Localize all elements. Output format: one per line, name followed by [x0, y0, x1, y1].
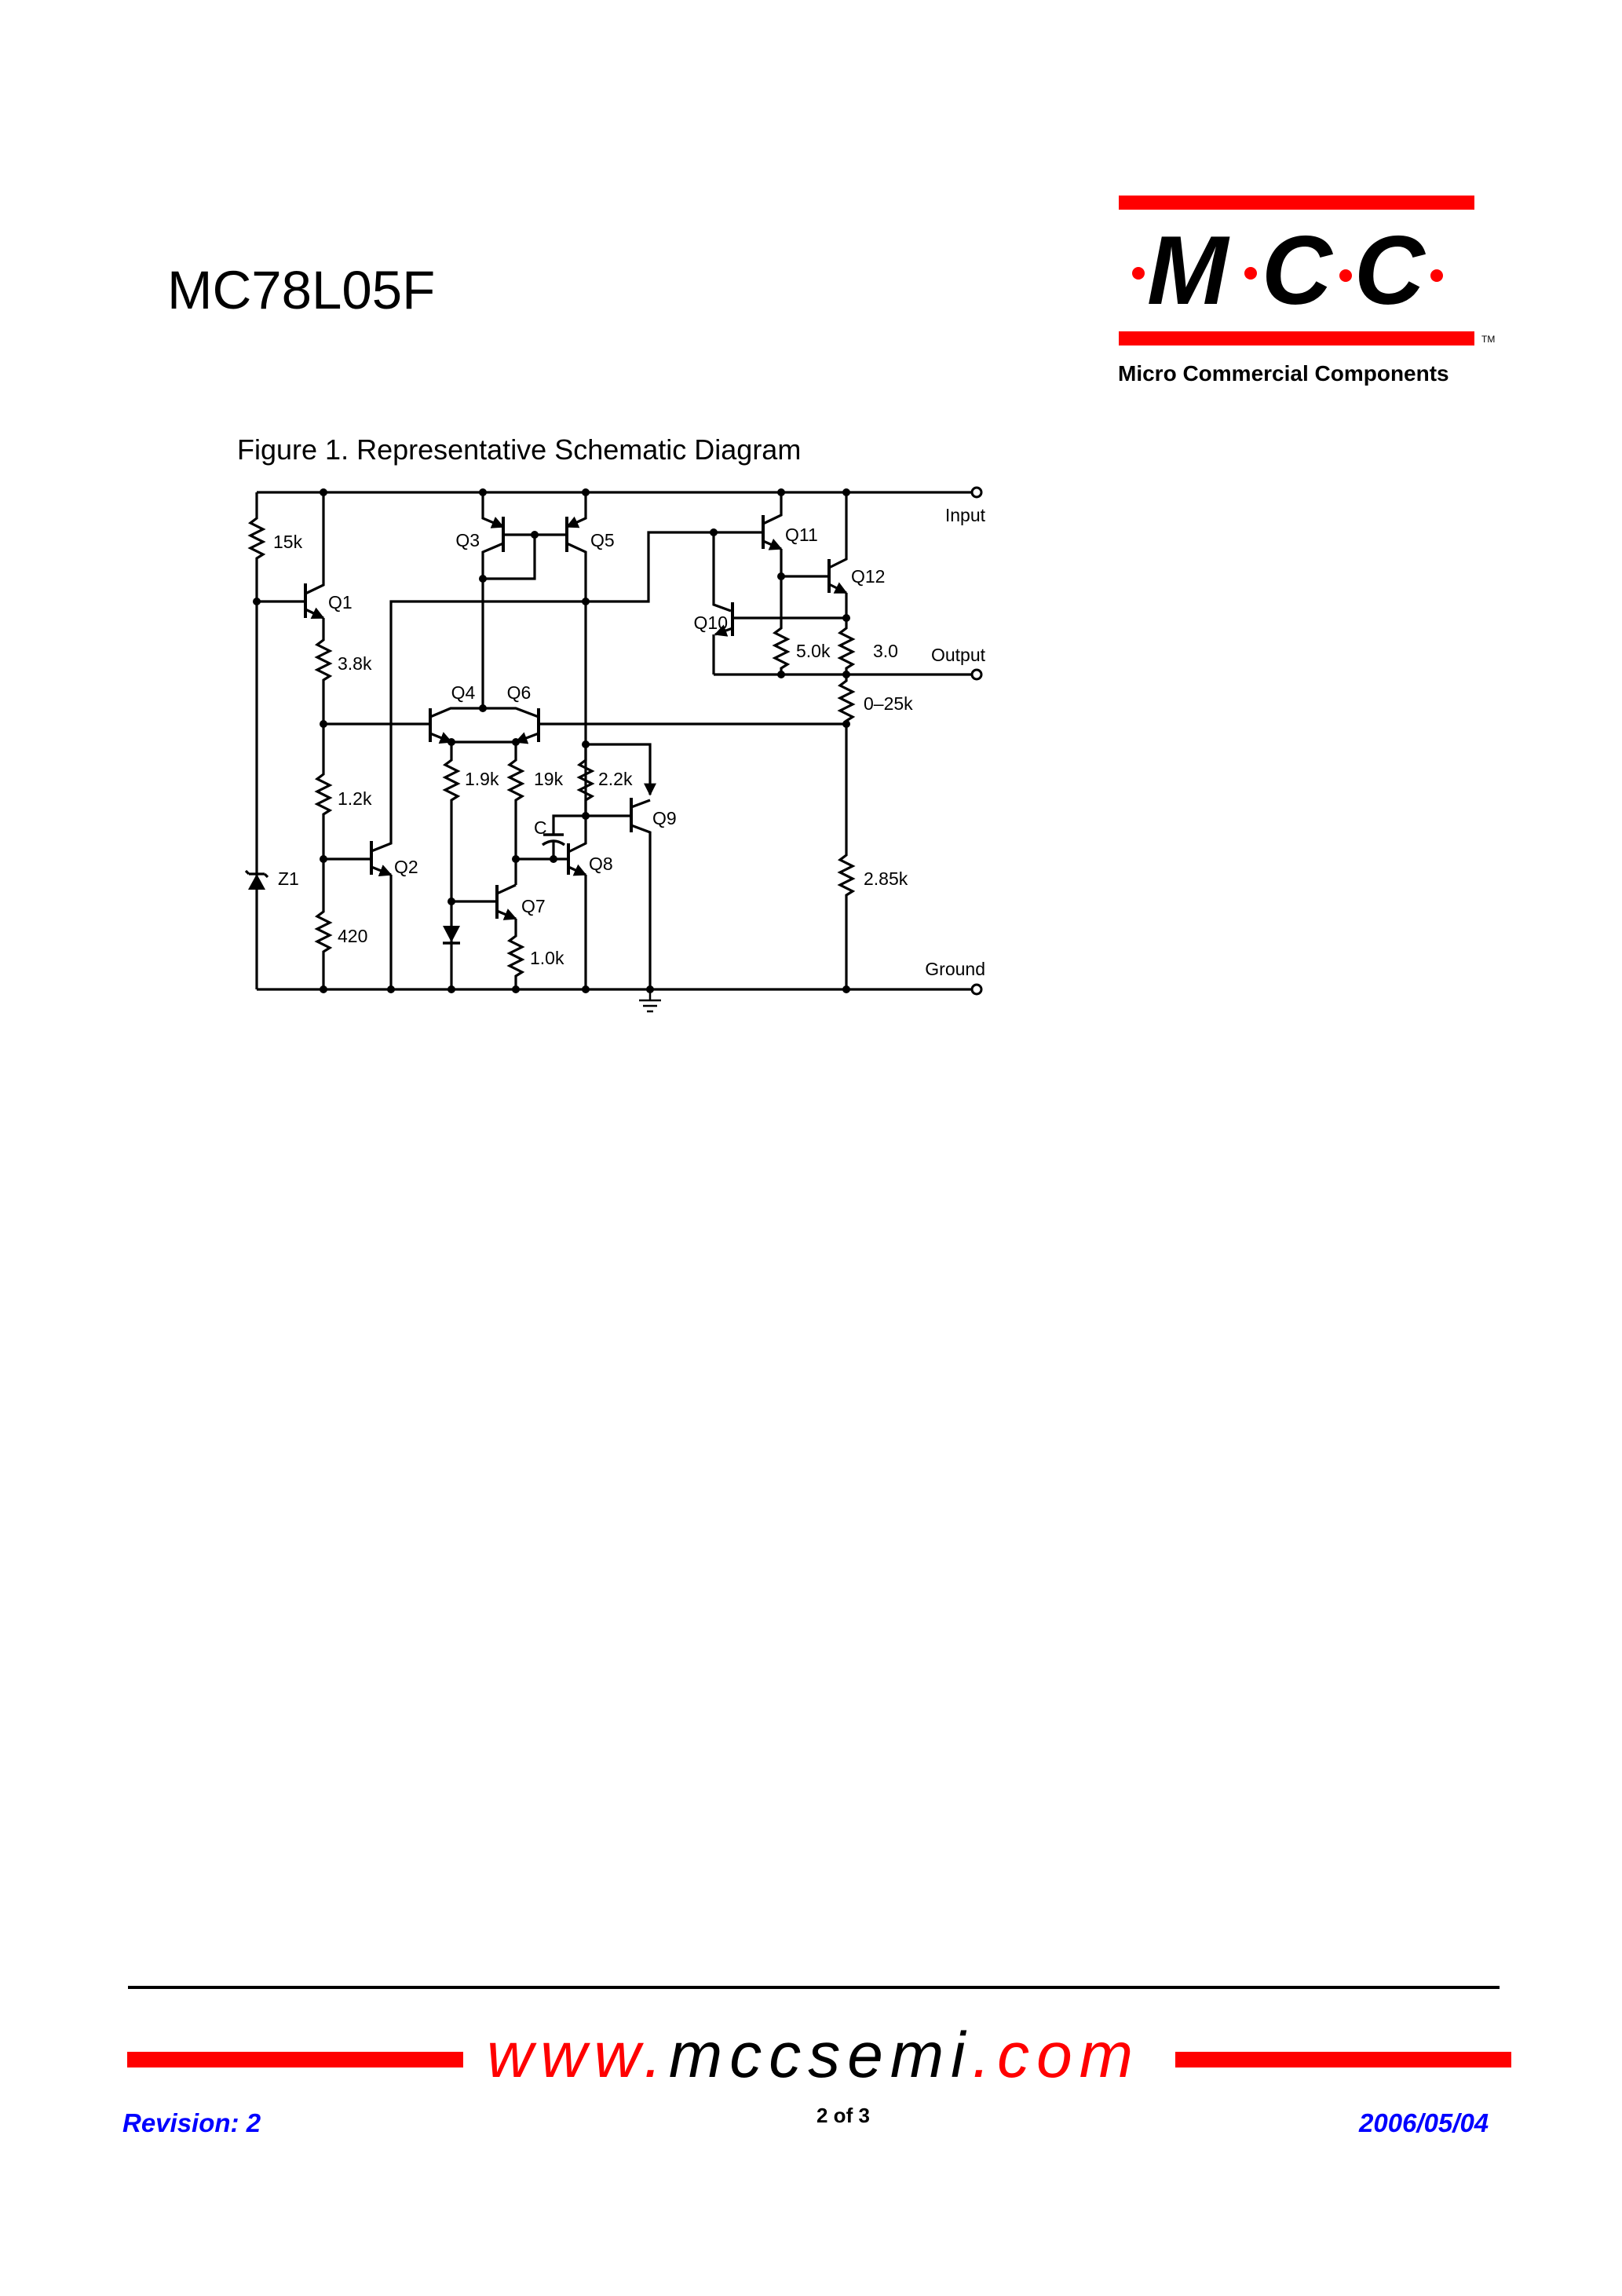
label-z1: Z1 [278, 868, 299, 889]
label-r19k: 19k [534, 769, 564, 789]
label-q9: Q9 [652, 808, 677, 828]
logo-dot-icon [1132, 267, 1145, 280]
resistor-19k [506, 742, 525, 885]
label-r420: 420 [338, 926, 367, 946]
trademark-mark: TM [1481, 334, 1496, 345]
resistor-1-0k [506, 919, 525, 989]
part-number-title: MC78L05F [167, 260, 436, 320]
resistor-15k [247, 492, 266, 989]
figure-caption: Figure 1. Representative Schematic Diagr… [237, 433, 802, 466]
zener-diode-icon [248, 874, 265, 890]
label-r1-0k: 1.0k [530, 948, 564, 968]
label-q3: Q3 [455, 530, 480, 550]
label-q11: Q11 [785, 525, 818, 545]
label-r2-2k: 2.2k [598, 769, 633, 789]
logo-dot-icon [1339, 269, 1352, 282]
label-output: Output [931, 645, 986, 665]
logo-letter-m: M [1147, 217, 1229, 325]
label-q2: Q2 [394, 857, 418, 877]
logo-letter-c1: C [1262, 217, 1332, 325]
input-terminal [970, 486, 983, 499]
label-input: Input [945, 505, 986, 525]
logo-letters: M C C [1119, 222, 1476, 324]
resistor-3-8k [314, 618, 333, 989]
website-suffix: .com [972, 2020, 1141, 2091]
label-r3-8k: 3.8k [338, 653, 372, 674]
label-q10: Q10 [694, 612, 728, 633]
label-r1-2k: 1.2k [338, 788, 372, 809]
label-q1: Q1 [328, 592, 353, 612]
schematic-diagram: Input Output Ground Q1 Q2 Q3 Q4 Q5 Q6 Q7… [244, 486, 986, 1013]
logo-bottom-bar [1119, 331, 1474, 345]
revision-date: 2006/05/04 [1359, 2108, 1489, 2137]
label-r2-85k: 2.85k [864, 868, 908, 889]
label-q8: Q8 [589, 854, 613, 874]
label-r0-25k: 0–25k [864, 693, 913, 714]
footer-divider [128, 1986, 1500, 1989]
label-r3-0: 3.0 [873, 641, 898, 661]
label-capacitor: C [534, 817, 547, 838]
website-url[interactable]: www.mccsemi.com [487, 2024, 1140, 2088]
label-q4: Q4 [451, 682, 476, 703]
logo-dot-icon [1430, 269, 1443, 282]
label-r15k: 15k [273, 532, 303, 552]
logo-letter-c2: C [1354, 217, 1425, 325]
label-r1-9k: 1.9k [465, 769, 499, 789]
resistor-2-2k [576, 744, 595, 817]
page-number: 2 of 3 [816, 2104, 870, 2127]
label-q6: Q6 [507, 682, 532, 703]
label-ground: Ground [925, 959, 985, 979]
label-q12: Q12 [851, 566, 885, 587]
ground-terminal [970, 983, 983, 996]
output-terminal [970, 668, 983, 681]
logo-dot-icon [1244, 267, 1257, 280]
footer-right-red-bar [1175, 2052, 1511, 2067]
resistor-1-9k [442, 742, 461, 989]
label-r5-0k: 5.0k [796, 641, 831, 661]
logo-top-bar [1119, 196, 1474, 210]
diode-icon [443, 926, 460, 942]
company-name: Micro Commercial Components [1118, 361, 1449, 386]
label-q7: Q7 [521, 896, 546, 916]
website-domain: mccsemi [668, 2020, 973, 2091]
footer-left-red-bar [127, 2052, 463, 2067]
website-prefix: www. [487, 2020, 669, 2091]
label-q5: Q5 [590, 530, 615, 550]
revision-label: Revision: 2 [122, 2108, 261, 2137]
